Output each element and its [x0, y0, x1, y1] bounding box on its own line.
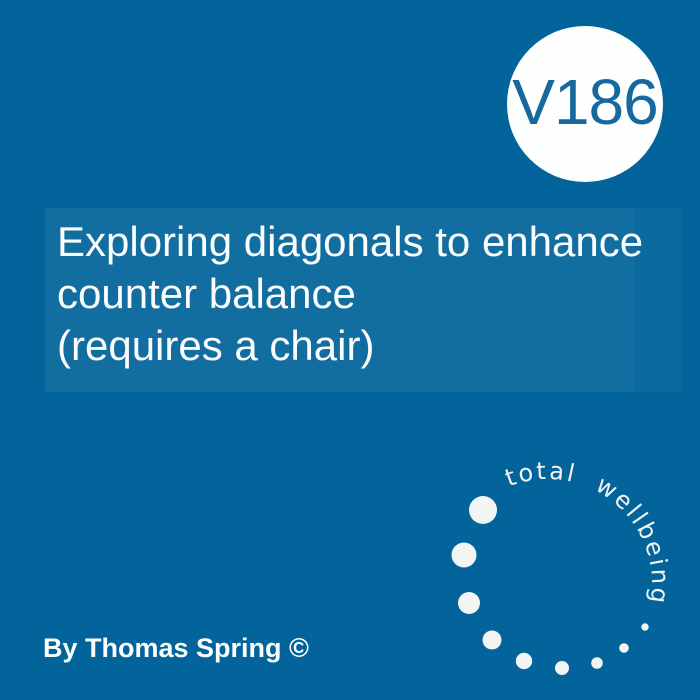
author-credit: By Thomas Spring ©: [43, 633, 309, 663]
title-line-1: Exploring diagonals to enhance: [57, 218, 644, 265]
logo-dot: [458, 592, 480, 614]
title-line-2: counter balance: [57, 270, 356, 317]
title-line-3: (requires a chair): [57, 322, 375, 369]
logo-dot: [469, 496, 497, 524]
logo-dots: [451, 496, 649, 675]
logo-dot: [482, 630, 502, 650]
logo-dot: [451, 542, 477, 568]
logo-dot: [515, 652, 533, 670]
logo-dot: [591, 657, 603, 669]
version-badge: V186: [507, 26, 663, 182]
logo-dot: [619, 643, 629, 653]
logo-arc-text: total wellbeing: [501, 457, 674, 608]
logo-dot: [641, 623, 649, 631]
logo-dot: [555, 661, 569, 675]
title-text: Exploring diagonals to enhance counter b…: [57, 216, 643, 372]
version-label: V186: [512, 66, 658, 138]
